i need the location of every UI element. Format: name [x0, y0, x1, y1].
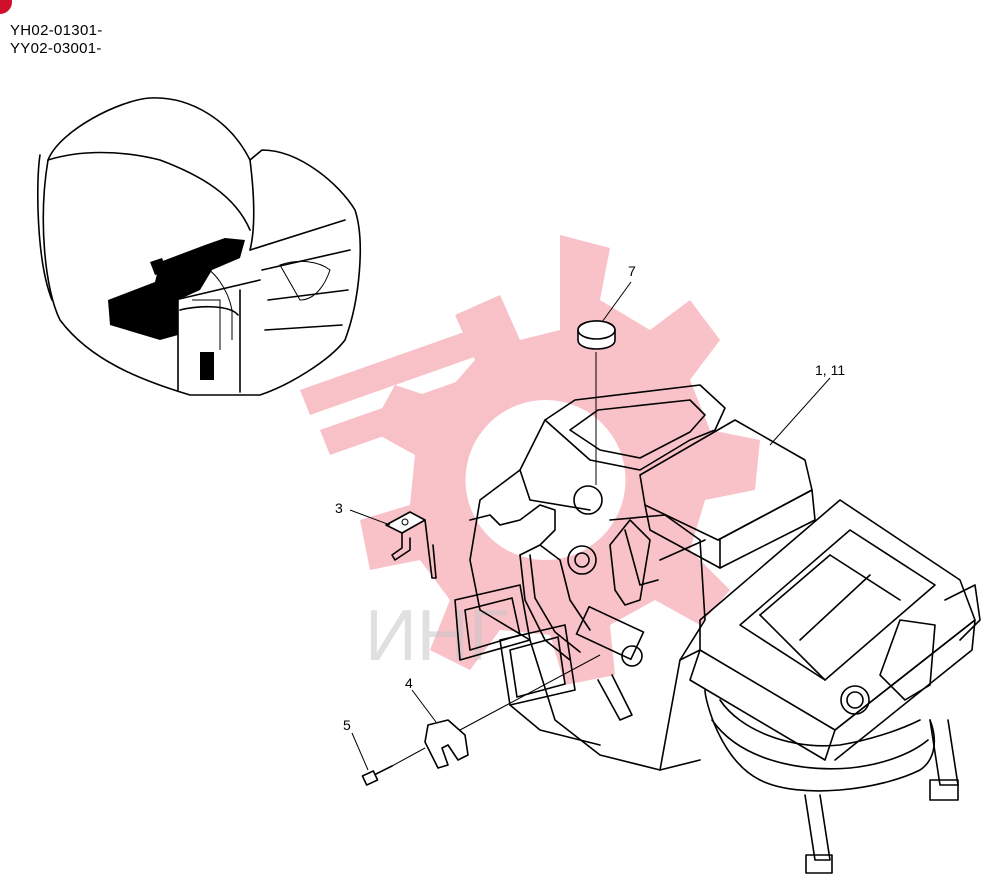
watermark-gear-icon	[300, 235, 760, 685]
watermark-text: ИНГ	[365, 596, 508, 676]
serial-range-1: YH02-01301-	[10, 22, 103, 39]
callout-5: 5	[343, 717, 351, 733]
leader-lines	[349, 281, 831, 771]
callout-7: 7	[628, 263, 636, 279]
part-5-screw	[361, 747, 426, 786]
part-4-clamp	[424, 654, 601, 769]
part-7-cap	[577, 320, 616, 485]
callout-1-11: 1, 11	[815, 362, 845, 378]
callout-4: 4	[405, 675, 413, 691]
cab-overview	[36, 97, 361, 396]
heater-unit-assembly	[454, 384, 981, 874]
serial-range-2: YY02-03001-	[10, 40, 102, 57]
callout-3: 3	[335, 500, 343, 516]
part-3-bracket	[385, 511, 437, 579]
